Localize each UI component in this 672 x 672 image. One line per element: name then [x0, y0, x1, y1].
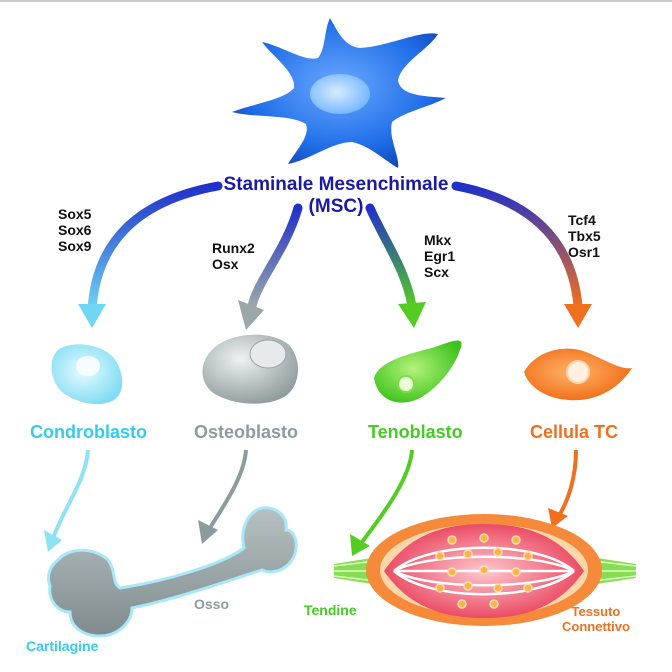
label-tenoblasto: Tenoblasto: [368, 422, 463, 442]
marker-tcf4: Tcf4: [568, 212, 596, 228]
marker-runx2: Runx2: [212, 240, 255, 256]
marker-osx: Osx: [212, 256, 239, 272]
label-osso: Osso: [194, 596, 230, 612]
muscle-illustration: [333, 514, 637, 626]
markers-osteoblasto: Runx2 Osx: [212, 240, 255, 272]
marker-sox6: Sox6: [58, 222, 92, 238]
arrowhead-cellula-tc: [564, 304, 592, 328]
label-cellula-tc: Cellula TC: [530, 422, 619, 442]
marker-scx: Scx: [424, 264, 449, 280]
branch-arrows: [78, 181, 592, 330]
marker-egr1: Egr1: [424, 248, 456, 264]
markers-tenoblasto: Mkx Egr1 Scx: [424, 232, 455, 280]
bone-illustration: [46, 506, 298, 638]
marker-tbx5: Tbx5: [568, 228, 601, 244]
label-tendine: Tendine: [304, 602, 357, 618]
label-tessuto: Tessuto: [571, 604, 621, 619]
label-cartilagine: Cartilagine: [26, 638, 99, 654]
msc-title: Staminale Mesenchimale (MSC): [216, 174, 456, 218]
label-osteoblasto: Osteoblasto: [194, 422, 299, 442]
arrowhead-condroblasto: [78, 304, 106, 328]
condroblasto-cell: [51, 344, 123, 405]
tissue-arrows: [44, 449, 578, 556]
label-connettivo: Connettivo: [562, 619, 630, 634]
msc-cell: [232, 18, 446, 168]
tenoblasto-cell: [374, 340, 462, 403]
label-tessuto-connettivo: Tessuto Connettivo: [562, 604, 630, 634]
label-condroblasto: Condroblasto: [30, 422, 147, 442]
marker-mkx: Mkx: [424, 232, 452, 248]
arrow-to-osteoblasto: [247, 203, 303, 311]
marker-sox9: Sox9: [58, 238, 92, 254]
msc-subtitle: (MSC): [308, 196, 364, 217]
arrowhead-tenoblasto: [398, 302, 426, 328]
arrow-to-condroblasto: [87, 181, 223, 315]
osteoblasto-cell: [202, 334, 299, 404]
msc-title-line: Staminale Mesenchimale: [223, 174, 449, 195]
markers-condroblasto: Sox5 Sox6 Sox9: [58, 206, 91, 254]
cellula-tc-cell: [524, 348, 632, 401]
arrow-to-tenoblasto: [365, 203, 417, 311]
marker-osr1: Osr1: [568, 244, 600, 260]
markers-cellula-tc: Tcf4 Tbx5 Osr1: [568, 212, 601, 260]
arrow-to-cellula-tc: [451, 181, 583, 311]
marker-sox5: Sox5: [58, 206, 92, 222]
arrowhead-osteoblasto: [238, 300, 264, 330]
